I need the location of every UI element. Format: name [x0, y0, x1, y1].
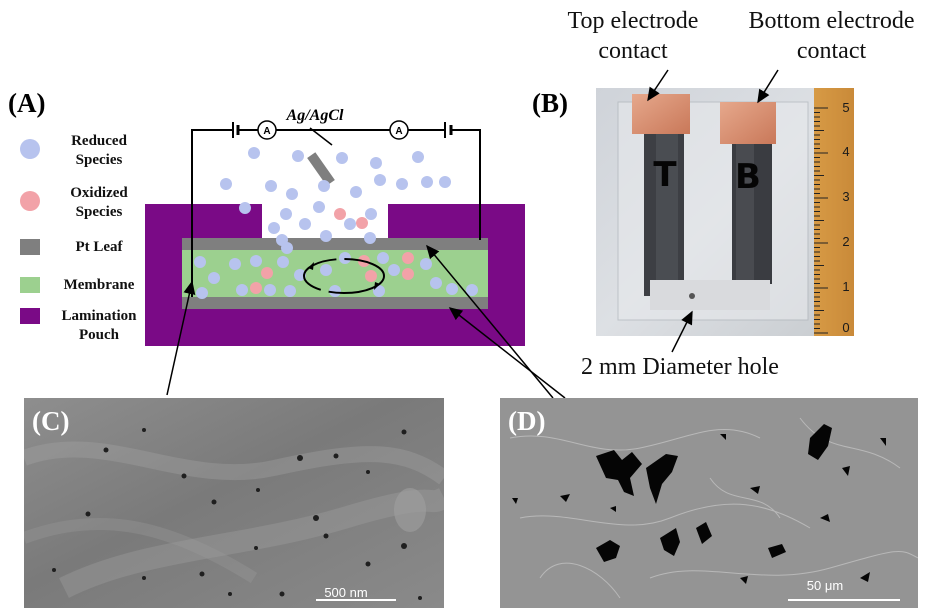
reference-electrode	[307, 152, 335, 186]
wire-left	[191, 129, 232, 297]
panel-d-label: (D)	[508, 406, 546, 436]
sem-d-grain-boundaries	[509, 417, 918, 599]
legend-reduced-swatch	[20, 139, 40, 159]
svg-text:2: 2	[842, 234, 849, 249]
scale-bar-c-label: 500 nm	[324, 585, 368, 600]
legend-swatches	[20, 139, 40, 324]
svg-text:T: T	[653, 155, 677, 195]
svg-text:4: 4	[842, 144, 849, 159]
ammeter-right	[389, 120, 409, 140]
bottom-copper-contact	[720, 102, 776, 144]
reference-electrode-label: Ag/AgCl	[286, 107, 344, 124]
sem-c-pores	[52, 428, 422, 600]
sem-d-pores	[512, 424, 886, 584]
hole-marker	[689, 293, 695, 299]
sem-image-d	[500, 398, 918, 608]
top-copper-contact	[632, 94, 690, 134]
panel-c-label: (C)	[32, 406, 70, 436]
svg-text:0: 0	[842, 320, 849, 335]
legend-membrane-swatch	[20, 277, 40, 293]
wire-right	[452, 129, 481, 240]
solution-species	[220, 147, 451, 254]
scale-bar-d-label: 50 μm	[806, 578, 844, 593]
device-photo: T B 5 4 3 2 1 0	[596, 88, 854, 336]
pt-foil-window	[650, 280, 770, 310]
legend-ptleaf-swatch	[20, 239, 40, 255]
hole-caption: 2 mm Diameter hole	[581, 354, 779, 380]
panel-b-label: (B)	[532, 88, 568, 118]
cell-schematic: A A Ag/AgCl	[145, 107, 525, 346]
svg-text:5: 5	[842, 100, 849, 115]
top-pt-leaf	[182, 238, 488, 250]
bottom-pt-leaf	[182, 297, 488, 309]
legend-membrane-label: Membrane	[63, 277, 135, 293]
svg-text:B: B	[735, 157, 761, 197]
panel-a-label: (A)	[8, 88, 46, 118]
ruler	[814, 88, 854, 336]
ruler-ticks	[814, 107, 828, 334]
sem-image-c	[24, 398, 444, 608]
legend-oxidized-swatch	[20, 191, 40, 211]
legend-ptleaf-label: Pt Leaf	[75, 239, 123, 255]
svg-text:A: A	[263, 126, 270, 137]
legend-pouch-swatch	[20, 308, 40, 324]
svg-text:3: 3	[842, 189, 849, 204]
svg-text:A: A	[395, 126, 402, 137]
svg-text:1: 1	[842, 279, 849, 294]
redox-cycle-arrow	[303, 258, 385, 294]
ammeter-left	[257, 120, 277, 140]
